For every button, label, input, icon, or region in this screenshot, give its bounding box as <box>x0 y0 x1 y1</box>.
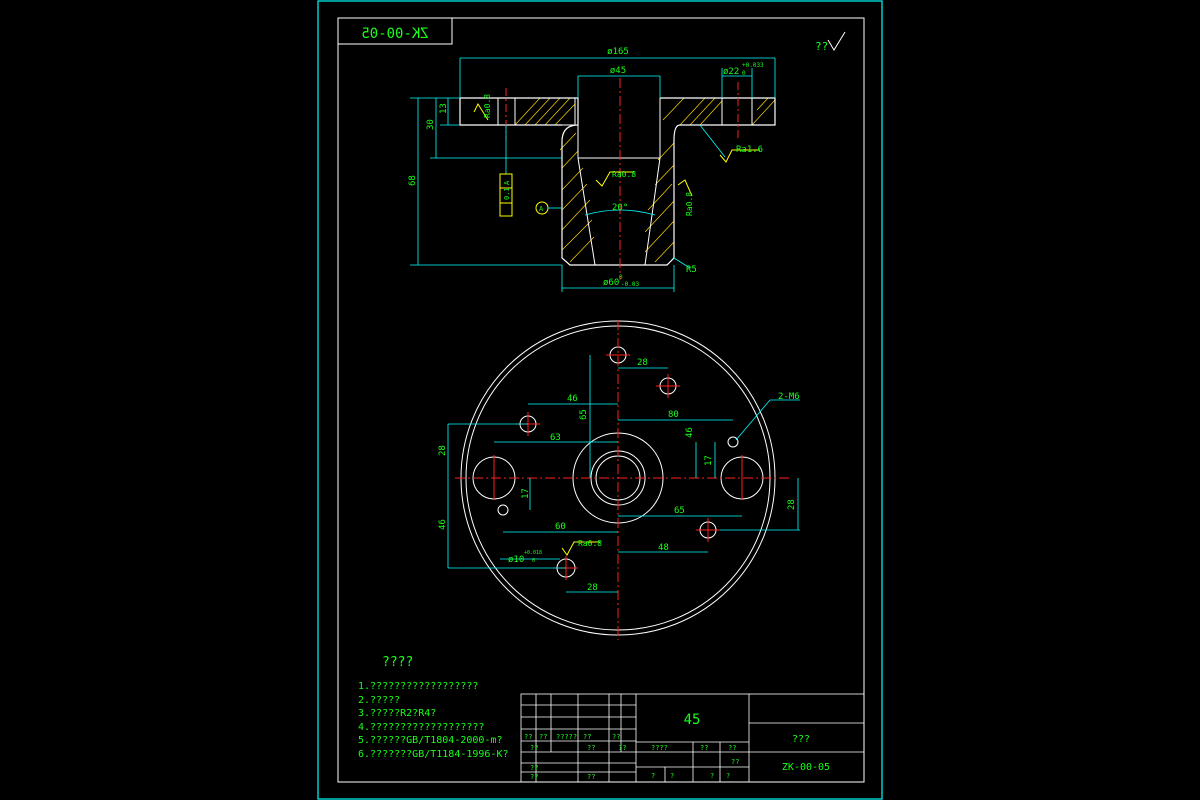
plan-dimensions <box>447 355 800 593</box>
code-box <box>337 17 453 45</box>
roughness-check-icon <box>827 31 846 51</box>
dim-48: 48 <box>658 543 669 553</box>
svg-text:?: ? <box>710 772 714 780</box>
svg-text:??: ?? <box>700 744 708 752</box>
roughness-symbol-plan-icon <box>561 541 600 556</box>
svg-text:??: ?? <box>530 764 538 772</box>
hole-tol: +0.018 <box>524 550 542 556</box>
dim-dia22: ø22 <box>723 67 739 77</box>
svg-text:??: ?? <box>583 733 591 741</box>
title-block <box>520 693 865 783</box>
dim-17-left: 17 <box>521 488 531 499</box>
svg-text:?: ? <box>670 772 674 780</box>
dim-30: 30 <box>426 119 436 130</box>
dim-dia60: ø60 <box>603 278 619 288</box>
ra08-plan: Ra0.8 <box>578 539 602 548</box>
dim-dia60-tol-low: -0.03 <box>621 281 639 288</box>
tol-datum: A <box>503 180 511 185</box>
hatch-lines <box>514 97 776 263</box>
dim-dia22-tol: +0.033 <box>742 62 764 69</box>
svg-text:?: ? <box>651 772 655 780</box>
dim-dia45: ø45 <box>610 66 626 76</box>
datum-a: A <box>539 205 544 213</box>
svg-text:??: ?? <box>539 733 547 741</box>
note-item: 5.??????GB/T1804-2000-m? <box>358 735 503 746</box>
tolerance-frame <box>499 173 513 217</box>
material-text: 45 <box>684 712 701 728</box>
dim-46-a: 46 <box>567 394 578 404</box>
svg-text:??: ?? <box>728 744 736 752</box>
dim-46-v: 46 <box>685 427 695 438</box>
dim-dia165: ø165 <box>607 47 629 57</box>
dim-17-right: 17 <box>704 455 714 466</box>
note-item: 6.???????GB/T1184-1996-K? <box>358 748 509 760</box>
dim-28-bottom: 28 <box>587 583 598 593</box>
svg-text:?????: ????? <box>556 733 577 741</box>
note-item: 3.?????R2?R4? <box>358 708 437 719</box>
angle-20: 20° <box>612 203 628 213</box>
svg-text:??: ?? <box>587 773 595 781</box>
svg-text:??: ?? <box>618 744 626 752</box>
note-item: 2.????? <box>358 694 401 706</box>
dim-65-v: 65 <box>579 409 589 420</box>
svg-text:??: ?? <box>612 733 620 741</box>
roughness-symbol-right-icon <box>677 179 693 197</box>
part-code: ZK-00-05 <box>782 762 830 773</box>
small-hole-ll <box>497 504 509 516</box>
dim-28-right: 28 <box>787 499 797 510</box>
drawing-code-mirrored: ZK-00-05 <box>361 26 428 42</box>
roughness-symbol-left-icon <box>473 102 489 121</box>
dim-28-left: 28 <box>438 445 448 456</box>
svg-text:??: ?? <box>731 758 739 766</box>
svg-text:??: ?? <box>587 744 595 752</box>
part-name: ??? <box>792 734 810 745</box>
thread-2m6: 2-M6 <box>778 392 800 402</box>
sheet-border <box>317 0 883 800</box>
hole-tol-low: 0 <box>532 558 535 564</box>
svg-text:????: ???? <box>651 744 668 752</box>
svg-text:??: ?? <box>524 733 532 741</box>
svg-text:??: ?? <box>530 773 538 781</box>
ra08-left: Ra0.8 <box>483 94 492 118</box>
dim-dia60-tol-up: 0 <box>619 274 623 281</box>
dim-dia22-tol-low: 0 <box>742 70 746 77</box>
tol-value: 0.1 <box>503 187 511 200</box>
title-block-cells: ?? ?? ????? ?? ?? ?? ?? ?? ?? ?? ?? ????… <box>524 733 739 781</box>
dim-65-h: 65 <box>674 506 685 516</box>
note-item: 1.?????????????????? <box>358 681 479 692</box>
dim-63: 63 <box>550 433 561 443</box>
radius-r5: R5 <box>686 265 697 275</box>
dim-68: 68 <box>408 175 418 186</box>
technical-notes: 1.?????????????????? 2.????? 3.?????R2?R… <box>358 680 509 761</box>
ra08-right: Ra0.8 <box>685 192 694 216</box>
dim-28-top: 28 <box>637 358 648 368</box>
svg-text:??: ?? <box>530 744 538 752</box>
ra08-mid: Ra0.8 <box>612 170 636 179</box>
dim-46-left: 46 <box>438 519 448 530</box>
note-item: 4.??????????????????? <box>358 721 485 733</box>
ra16: Ra1.6 <box>736 145 763 155</box>
roughness-symbol-mid-icon <box>595 171 634 187</box>
dim-13: 13 <box>439 103 449 114</box>
dim-80: 80 <box>668 410 679 420</box>
hole-dia10: ø10 <box>508 555 524 565</box>
corner-roughness-text: ?? <box>815 40 828 53</box>
roughness-symbol-ra16-icon <box>719 149 760 163</box>
notes-title: ???? <box>382 655 414 670</box>
section-view: ø165 ø45 ø22 +0.033 0 ø60 0 -0.03 13 30 … <box>408 47 776 292</box>
plan-view: 28 46 65 80 63 46 17 28 46 17 65 28 60 R… <box>438 320 800 640</box>
small-hole-right <box>727 436 739 448</box>
svg-text:?: ? <box>726 772 730 780</box>
dim-60: 60 <box>555 522 566 532</box>
